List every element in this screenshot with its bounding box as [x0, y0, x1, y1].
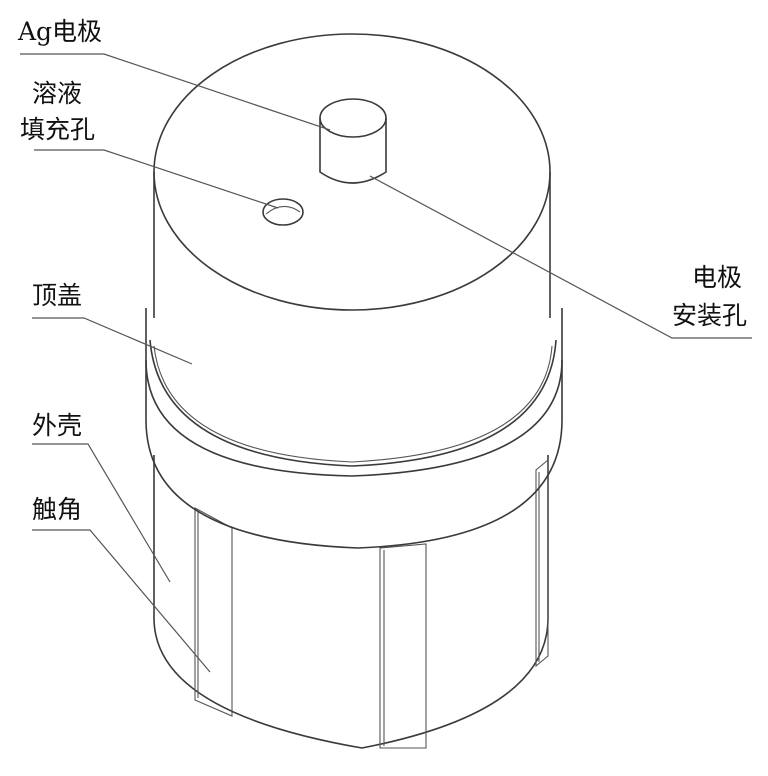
label-install-hole-line2: 安装孔 — [672, 301, 747, 330]
leader-install-hole — [369, 175, 752, 339]
label-top-cap: 顶盖 — [32, 281, 82, 310]
label-fill-hole-line2: 填充孔 — [20, 115, 95, 144]
collar-groove — [153, 345, 553, 463]
leader-top-cap — [32, 317, 193, 365]
label-fill-hole-line1: 溶液 — [32, 79, 82, 108]
fill-hole-inner — [265, 205, 301, 215]
collar-ring — [145, 308, 563, 549]
tentacle-center — [379, 543, 427, 749]
collar-edge-lower — [145, 359, 563, 477]
tentacles — [194, 458, 549, 749]
tentacle-right — [535, 458, 549, 668]
collar-outline — [145, 308, 563, 549]
top-cap — [153, 33, 551, 318]
leader-tentacle — [32, 529, 211, 673]
electrode-top — [319, 98, 387, 138]
label-tentacle: 触角 — [32, 495, 82, 524]
collar-edge-upper — [149, 339, 557, 467]
electrode-body — [319, 118, 387, 184]
cap-top-face — [153, 33, 551, 311]
leader-outer-shell — [32, 443, 171, 583]
label-outer-shell: 外壳 — [32, 411, 82, 440]
fill-hole-outer — [262, 198, 304, 226]
outer-shell — [153, 455, 549, 749]
labels: Ag电极 溶液 填充孔 顶盖 外壳 触角 电极 安装孔 — [17, 17, 747, 524]
label-install-hole-line1: 电极 — [692, 263, 742, 292]
leader-ag-electrode — [20, 53, 331, 131]
ag-electrode — [319, 98, 387, 184]
label-ag-electrode: Ag电极 — [17, 17, 102, 46]
shell-outline — [153, 455, 549, 749]
tentacle-left — [194, 507, 233, 717]
solution-fill-hole — [262, 198, 304, 226]
leader-lines — [20, 53, 752, 673]
leader-fill-hole — [34, 149, 279, 209]
